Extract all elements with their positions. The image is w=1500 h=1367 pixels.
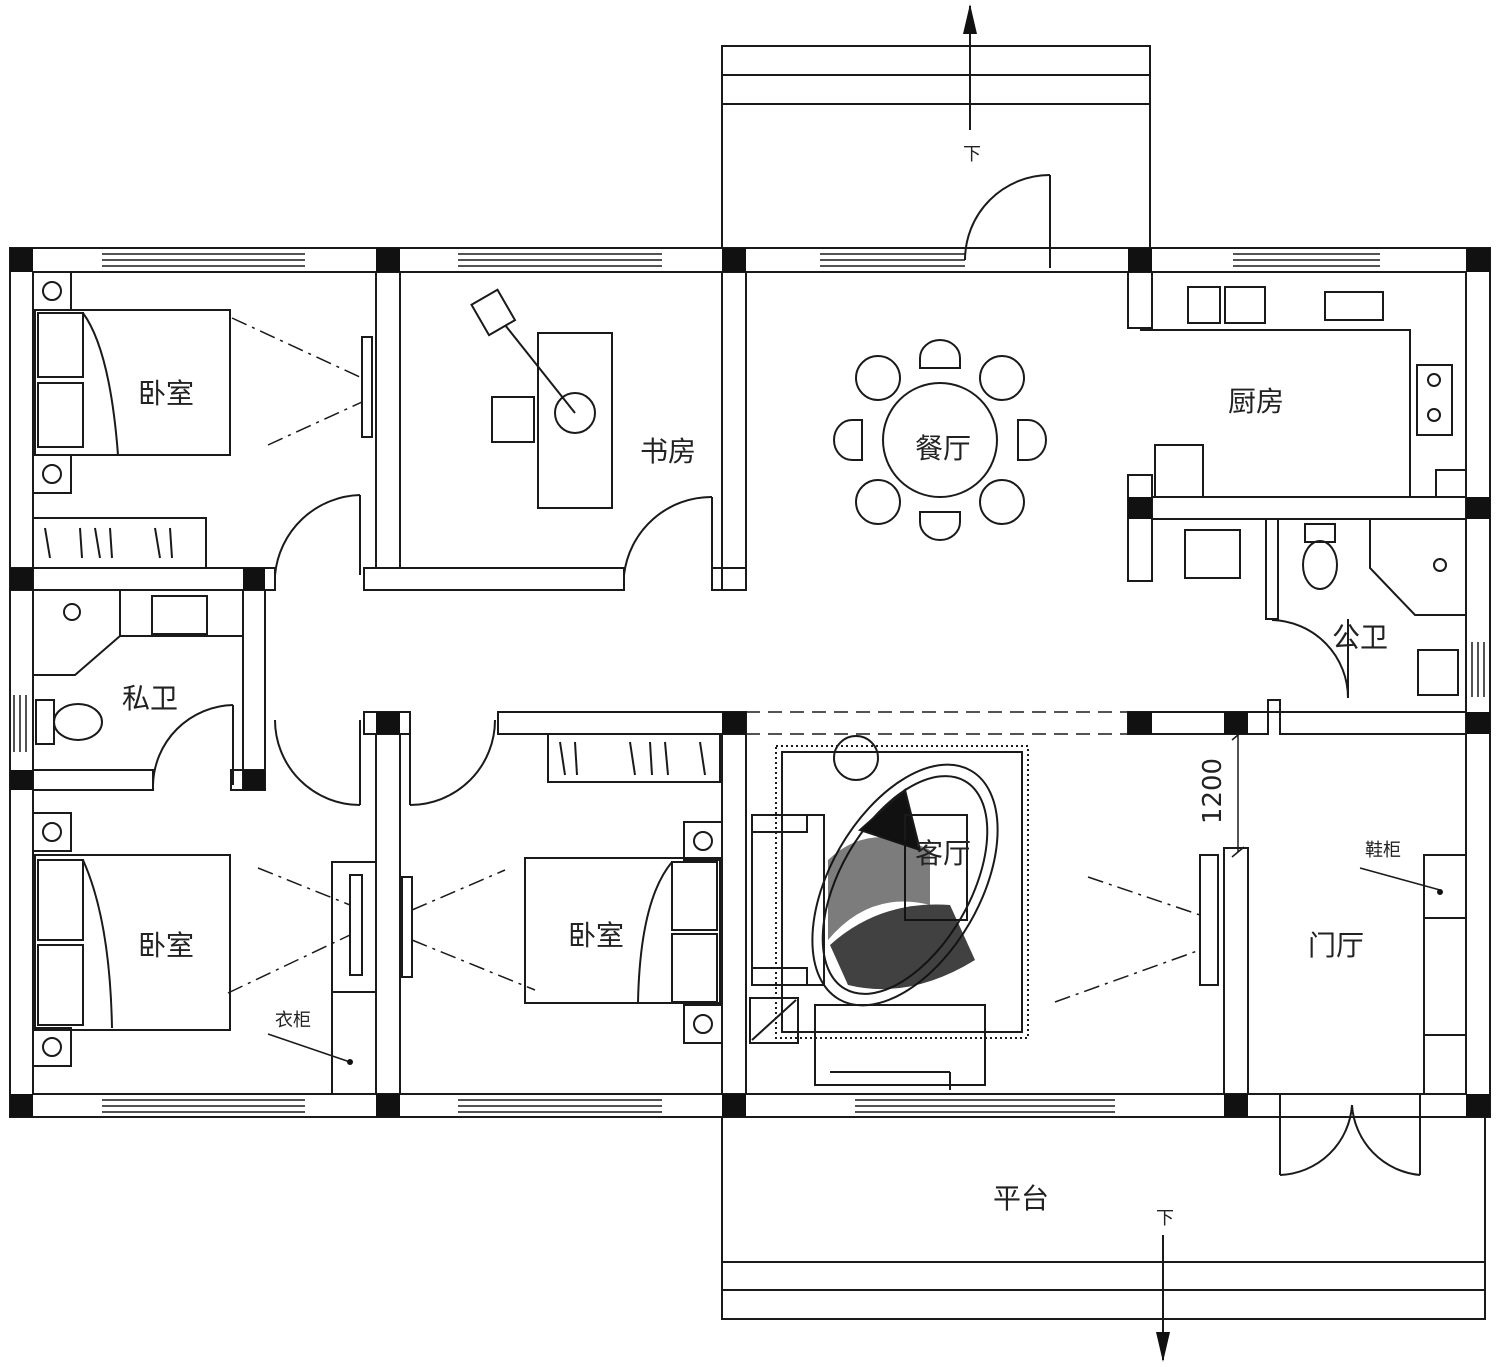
room-label-public-bath: 公卫 xyxy=(1332,621,1389,654)
stair-down-label-bottom: 下 xyxy=(1156,1208,1174,1229)
arrow-head-top xyxy=(963,4,977,34)
tv-sightline-mid xyxy=(411,869,536,991)
annotation-wardrobe: 衣柜 xyxy=(275,1010,311,1031)
living-sofa xyxy=(749,735,986,1090)
tv-mid xyxy=(401,876,413,978)
top-terrace xyxy=(721,45,1151,249)
room-label-living: 客厅 xyxy=(915,837,972,870)
public-bath-fixtures xyxy=(1184,519,1466,696)
dimension-line xyxy=(1231,729,1245,858)
study-desk xyxy=(470,288,613,509)
rug-pattern-dark xyxy=(830,904,975,990)
arrow-head-bottom xyxy=(1156,1332,1170,1362)
shoe-cabinet-leader xyxy=(1359,867,1441,891)
wardrobe-dot xyxy=(347,1059,353,1065)
nightstands-nw xyxy=(32,271,72,494)
rug-pattern xyxy=(828,837,930,940)
bed-sw xyxy=(34,854,231,1031)
openings xyxy=(746,711,1128,735)
room-label-terrace: 平台 xyxy=(993,1182,1050,1215)
stair-down-label-top: 下 xyxy=(963,144,981,165)
room-label-private-bath: 私卫 xyxy=(122,682,179,715)
room-label-bedroom-sw: 卧室 xyxy=(138,929,195,962)
tv-sightline-sw xyxy=(227,867,351,994)
exterior-walls xyxy=(9,247,1491,1118)
room-label-study: 书房 xyxy=(640,435,697,468)
room-label-bedroom-mid: 卧室 xyxy=(568,919,625,952)
windows xyxy=(13,253,1485,1113)
bottom-terrace xyxy=(721,1116,1486,1320)
nightstands-sw xyxy=(32,812,72,1067)
room-label-bedroom-nw: 卧室 xyxy=(138,377,195,410)
room-label-foyer: 门厅 xyxy=(1308,929,1365,962)
columns xyxy=(10,248,1490,1117)
doors xyxy=(152,174,1421,1176)
wardrobe-sw xyxy=(331,861,377,1095)
wardrobe-nw xyxy=(32,517,207,569)
tv-living xyxy=(1199,854,1219,986)
nightstands-mid xyxy=(683,821,723,1044)
tv-nw xyxy=(361,336,373,438)
room-label-dining: 餐厅 xyxy=(915,432,972,465)
shoe-cabinet xyxy=(1423,854,1467,1095)
bed-mid xyxy=(524,857,721,1004)
kitchen-counters xyxy=(1140,286,1467,498)
room-label-kitchen: 厨房 xyxy=(1228,385,1285,418)
annotation-shoe-cabinet: 鞋柜 xyxy=(1365,840,1401,861)
shoe-cabinet-dot xyxy=(1437,889,1443,895)
bed-nw xyxy=(34,309,231,456)
tv-sightline-nw xyxy=(231,317,363,446)
dimension-label-1200: 1200 xyxy=(1198,757,1229,825)
wardrobe-leader xyxy=(267,1033,351,1063)
living-rug xyxy=(775,745,1029,1039)
dining-table xyxy=(833,339,1047,541)
private-bath-fixtures xyxy=(33,590,243,745)
wardrobe-mid xyxy=(547,733,721,783)
tv-sightline-living xyxy=(1054,876,1201,1003)
